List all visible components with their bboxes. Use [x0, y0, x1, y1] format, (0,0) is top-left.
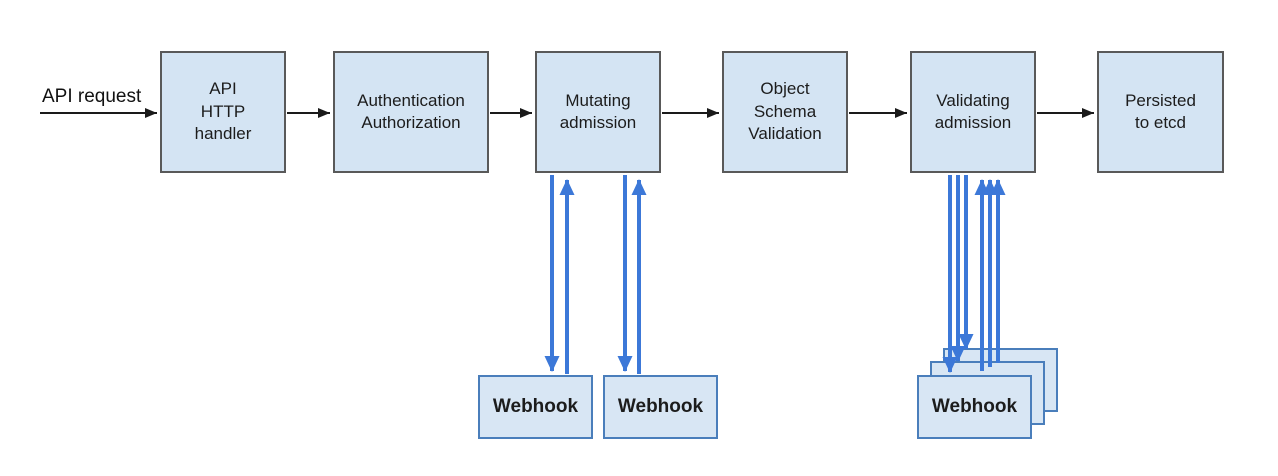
- webhook-box-mutating-2: Webhook: [603, 375, 718, 439]
- node-validating-admission: Validating admission: [910, 51, 1036, 173]
- api-request-label: API request: [42, 86, 142, 107]
- node-api-http-handler: API HTTP handler: [160, 51, 286, 173]
- webhook-box-validating-front: Webhook: [917, 375, 1032, 439]
- node-persisted-to-etcd: Persisted to etcd: [1097, 51, 1224, 173]
- node-mutating-admission: Mutating admission: [535, 51, 661, 173]
- webhook-box-mutating-1: Webhook: [478, 375, 593, 439]
- node-object-schema-validation: Object Schema Validation: [722, 51, 848, 173]
- node-authentication-authorization: Authentication Authorization: [333, 51, 489, 173]
